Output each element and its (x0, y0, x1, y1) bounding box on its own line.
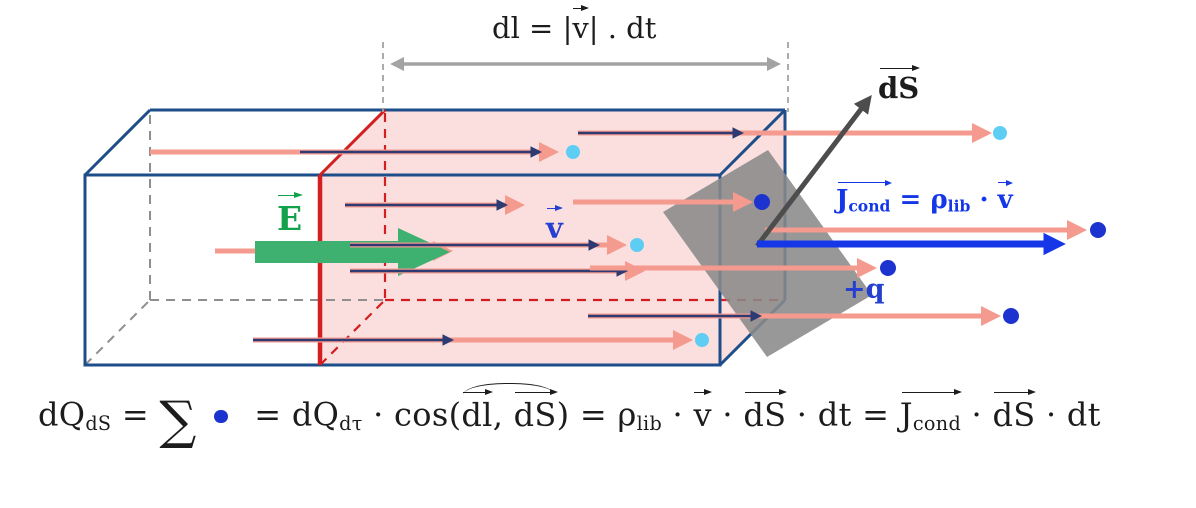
charge-dot-blue (754, 194, 770, 210)
current-density-equation-label: Jcond = ρlib · v (836, 180, 1014, 216)
surface-normal-arrow (755, 94, 872, 248)
hidden-box-edges (84, 110, 385, 366)
length-measure (382, 42, 789, 112)
charge-dot-cyan (695, 333, 709, 347)
charge-flux-formula: dQdS = ∑ = dQdτ · cos(dl, dS) = ρlib · v… (38, 383, 1101, 451)
hidden-slice-edges (319, 112, 782, 366)
charge-dot-blue (1003, 308, 1019, 324)
hidden-edge (84, 299, 151, 366)
charge-label: +q (843, 274, 885, 305)
charge-arrows (150, 123, 1087, 350)
charge-dot-blue (880, 260, 896, 276)
surface-normal-label: dS (878, 65, 921, 105)
box-edge (83, 108, 152, 177)
charge-dot-cyan (566, 145, 580, 159)
charge-dot-blue (1090, 222, 1106, 238)
charge-dot-cyan (993, 126, 1007, 140)
box-edge (718, 108, 787, 177)
charge-dot-cyan (630, 238, 644, 252)
slice-plane (317, 108, 387, 365)
electric-field-label: E (277, 192, 303, 238)
electric-field-arrow (255, 228, 450, 276)
velocity-label: v (546, 205, 564, 245)
slice-top-edge (318, 108, 387, 177)
charge-dots (566, 126, 1106, 347)
length-formula-label: dl = |v| . dt (492, 5, 657, 45)
